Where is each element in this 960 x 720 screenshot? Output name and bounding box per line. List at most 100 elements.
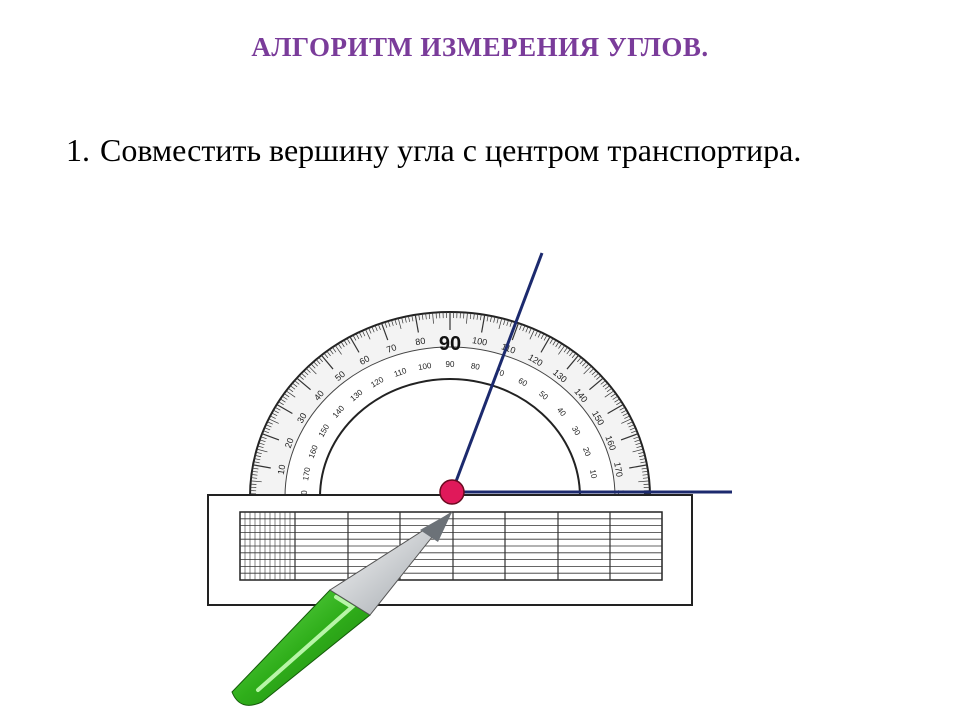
protractor-tick: [558, 345, 566, 355]
protractor-tick: [268, 418, 279, 424]
step-number: 1.: [66, 132, 90, 168]
protractor-tick: [519, 324, 523, 331]
protractor-tick: [596, 375, 602, 380]
protractor-tick: [352, 335, 357, 341]
protractor-tick: [276, 403, 293, 415]
protractor-tick: [394, 319, 397, 326]
protractor-tick: [593, 372, 599, 378]
protractor-tick: [628, 424, 635, 428]
protractor-tick: [610, 393, 617, 398]
protractor-tick: [296, 377, 311, 391]
protractor-tick: [251, 477, 258, 479]
protractor-tick: [540, 333, 545, 340]
protractor-tick: [621, 409, 627, 414]
protractor-tick: [301, 372, 307, 378]
protractor-tick: [358, 332, 363, 338]
protractor-tick: [267, 421, 273, 425]
protractor-tick: [278, 401, 284, 406]
protractor-inner-label: 160: [307, 443, 320, 459]
protractor-tick: [258, 442, 265, 446]
protractor-tick: [391, 319, 394, 326]
protractor-tick: [642, 470, 649, 473]
protractor-inner-label: 20: [581, 446, 593, 458]
protractor-inner-label: 10: [588, 469, 599, 480]
protractor-tick: [298, 375, 304, 380]
protractor-tick: [640, 461, 647, 464]
protractor-tick: [629, 464, 648, 469]
protractor-tick: [263, 430, 270, 434]
protractor-tick: [254, 458, 261, 461]
protractor-tick: [411, 315, 414, 322]
protractor-tick: [591, 370, 597, 376]
protractor-tick: [604, 385, 610, 390]
protractor-tick: [305, 368, 311, 373]
protractor-tick: [387, 320, 391, 327]
protractor-inner-label: 100: [417, 361, 432, 372]
ruler-grid: [239, 511, 663, 581]
protractor-tick: [313, 361, 318, 367]
protractor-tick: [384, 321, 388, 328]
protractor-tick: [534, 330, 538, 337]
protractor-tick: [622, 412, 629, 417]
protractor-tick: [476, 313, 479, 320]
protractor-tick: [569, 351, 574, 357]
protractor-tick: [280, 398, 286, 403]
protractor-tick: [642, 474, 649, 476]
pen-highlight: [256, 595, 356, 692]
protractor-tick: [418, 314, 420, 321]
protractor-tick: [642, 477, 649, 479]
slide-title: АЛГОРИТМ ИЗМЕРЕНИЯ УГЛОВ.: [251, 32, 709, 62]
protractor-tick: [362, 330, 366, 337]
protractor-outer-label: 10: [276, 464, 288, 476]
protractor-outer-label: 80: [415, 336, 427, 348]
protractor-tick: [571, 353, 577, 359]
protractor-outer-label: 20: [283, 437, 296, 450]
protractor-tick: [481, 314, 486, 333]
protractor-tick: [259, 439, 266, 443]
protractor-tick: [343, 339, 348, 346]
protractor-tick: [621, 418, 632, 424]
protractor-tick: [616, 401, 622, 406]
protractor-tick: [318, 357, 323, 363]
protractor-tick: [528, 327, 532, 334]
protractor-tick: [355, 333, 360, 340]
protractor-tick: [506, 319, 509, 326]
protractor-tick: [606, 387, 613, 393]
protractor-tick: [290, 385, 296, 390]
protractor-tick: [509, 320, 513, 327]
pen-tip-point: [420, 512, 452, 542]
protractor-tick: [320, 354, 334, 370]
protractor-tick: [583, 365, 592, 375]
protractor-tick: [638, 480, 650, 483]
protractor-tick: [255, 455, 262, 458]
protractor-inner-arc: [318, 378, 582, 498]
protractor-tick: [414, 314, 419, 333]
protractor-tick: [270, 415, 276, 419]
protractor-tick: [552, 339, 557, 346]
protractor-tick: [635, 442, 642, 446]
protractor-tick: [349, 336, 360, 353]
protractor-tick: [493, 316, 496, 323]
protractor-tick: [584, 363, 590, 369]
protractor-tick: [334, 345, 342, 355]
protractor-tick: [308, 365, 317, 375]
protractor-tick: [558, 343, 563, 349]
protractor-tick: [250, 480, 262, 483]
protractor-outer-label: 70: [385, 342, 398, 355]
protractor-tick: [577, 357, 582, 363]
protractor-tick: [641, 467, 648, 470]
protractor-tick: [466, 312, 468, 324]
protractor-tick: [629, 427, 636, 431]
protractor-tick: [256, 448, 268, 453]
protractor-tick: [503, 319, 506, 326]
protractor-tick: [633, 436, 640, 440]
protractor-tick: [274, 407, 281, 411]
protractor-inner-label: 90: [446, 360, 455, 369]
protractor-tick: [624, 415, 630, 419]
protractor-tick: [292, 382, 298, 388]
protractor-tick: [285, 390, 296, 398]
protractor-tick: [549, 338, 554, 344]
protractor-inner-label: 110: [393, 366, 409, 379]
protractor-tick: [638, 455, 645, 458]
protractor-tick: [619, 407, 626, 411]
